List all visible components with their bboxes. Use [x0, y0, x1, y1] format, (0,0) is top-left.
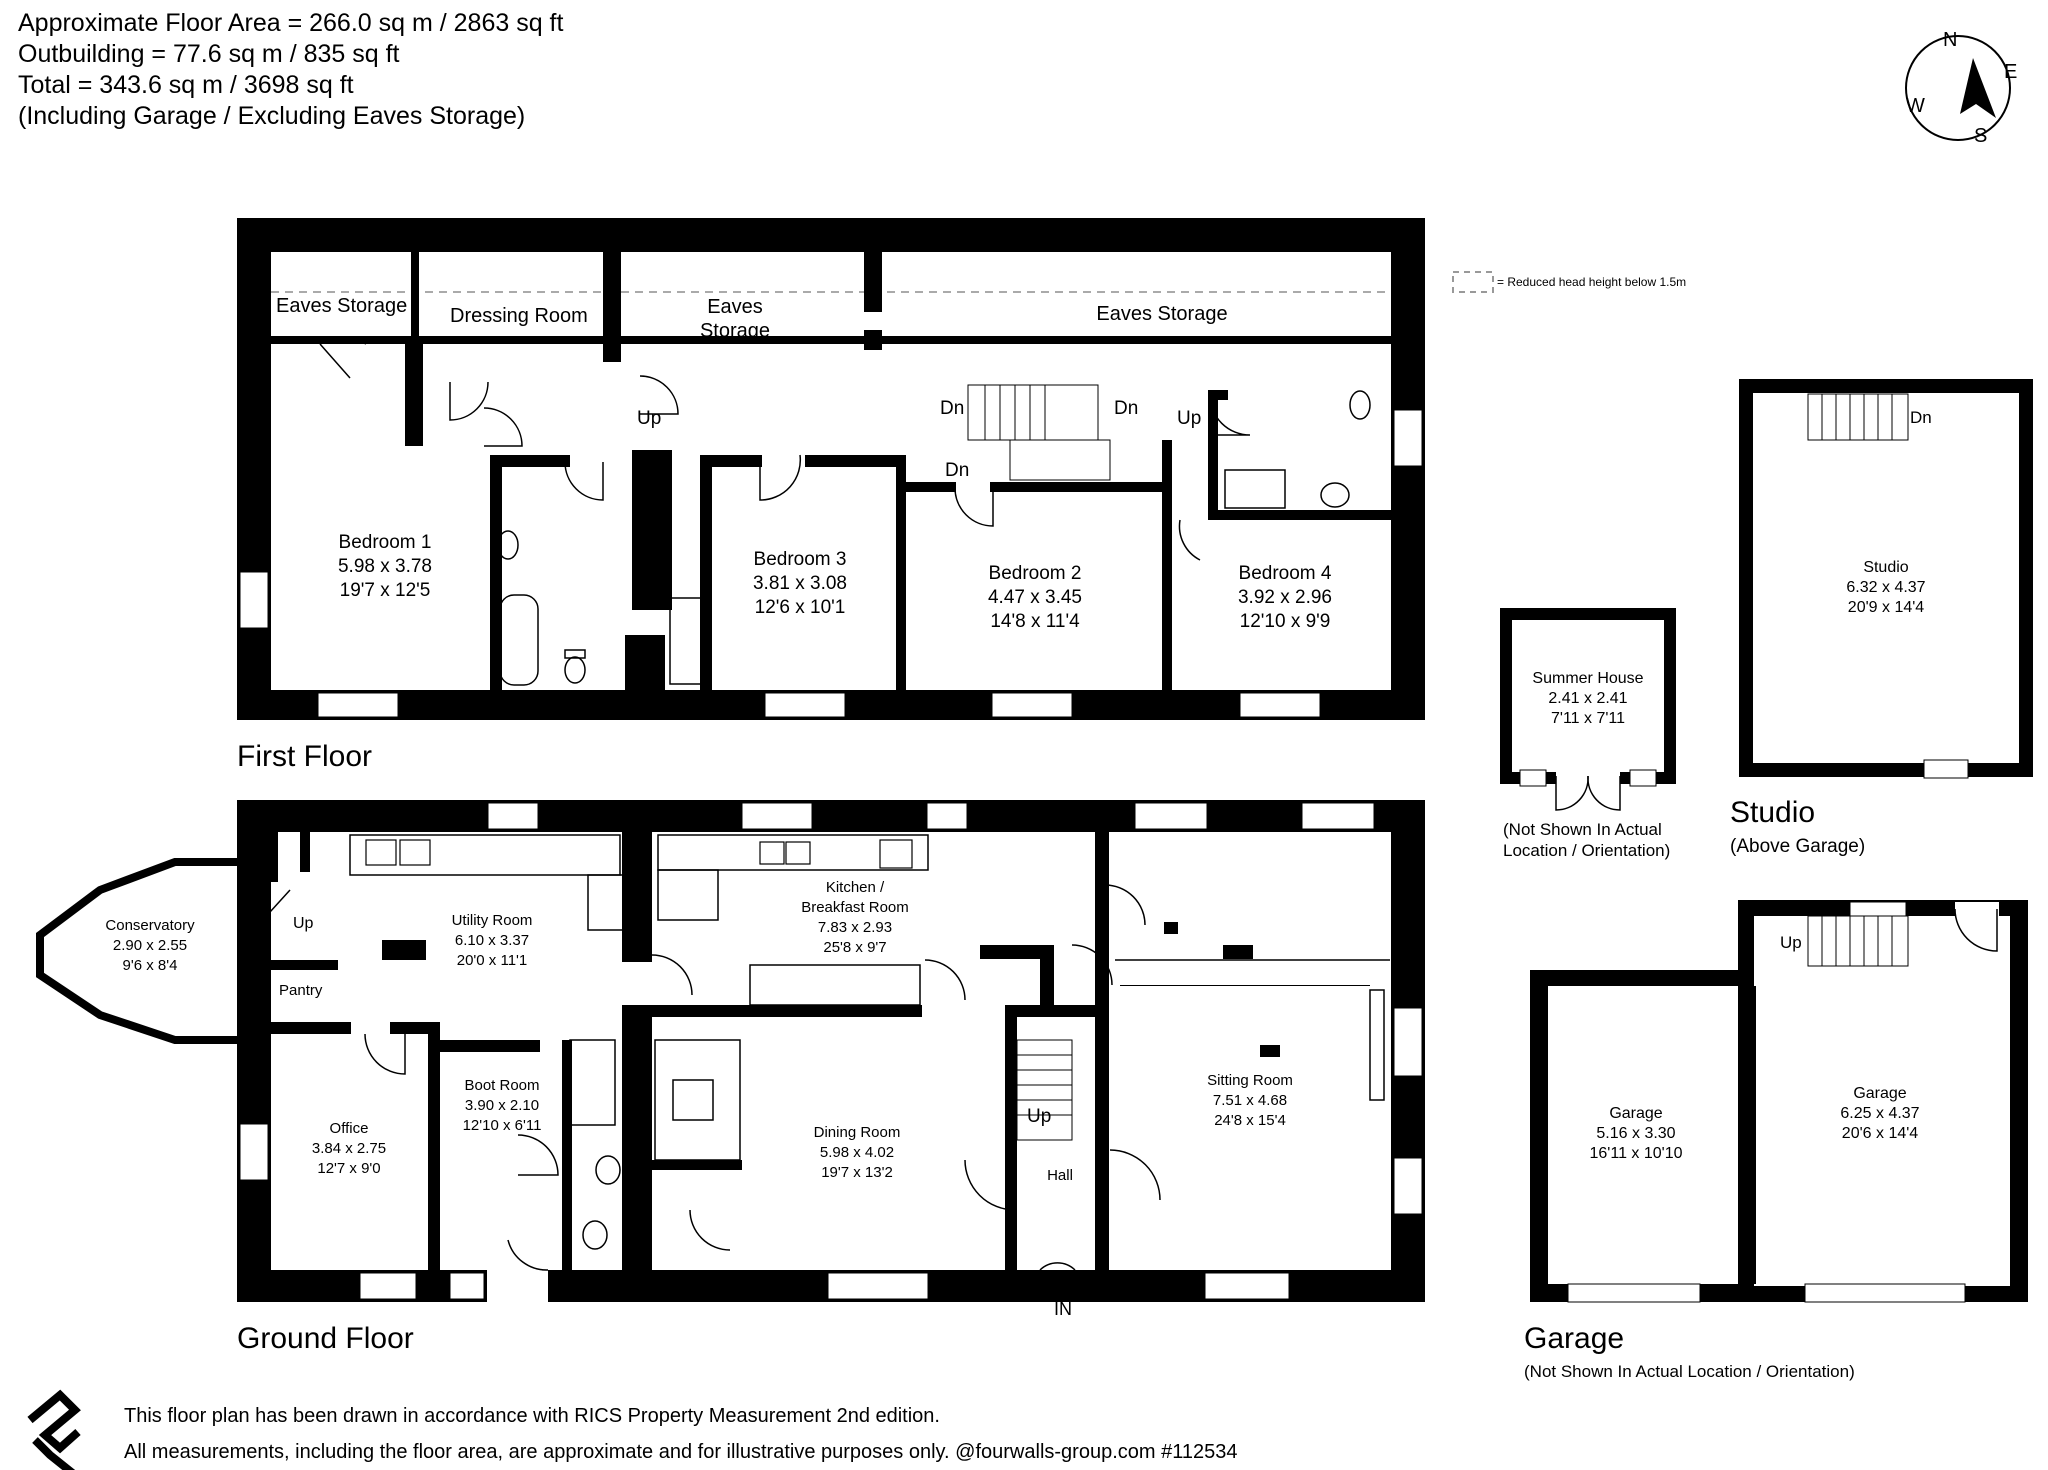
summer-house-imperial: 7'11 x 7'11 — [1551, 710, 1625, 727]
floor-area-line: Approximate Floor Area = 266.0 sq m / 28… — [18, 9, 564, 37]
eaves-storage-1-label: Eaves Storage — [276, 295, 407, 317]
office-metric: 3.84 x 2.75 — [312, 1140, 386, 1157]
sitting-name: Sitting Room — [1207, 1072, 1293, 1089]
hall-label: Hall — [1047, 1167, 1073, 1184]
footer-line-2: All measurements, including the floor ar… — [124, 1441, 1238, 1463]
studio-subtitle: (Above Garage) — [1730, 836, 1865, 857]
first-floor-dn-1: Dn — [940, 398, 964, 419]
pantry-label: Pantry — [279, 982, 323, 999]
footer-notes: This floor plan has been drawn in accord… — [124, 1398, 1237, 1470]
fourwalls-logo — [27, 1389, 81, 1470]
bedroom3-metric: 3.81 x 3.08 — [753, 573, 847, 594]
bedroom2-imperial: 14'8 x 11'4 — [990, 611, 1080, 632]
summer-house-metric: 2.41 x 2.41 — [1548, 690, 1627, 707]
utility-imperial: 20'0 x 11'1 — [457, 952, 528, 969]
utility-name: Utility Room — [452, 912, 533, 929]
bedroom1-name: Bedroom 1 — [339, 532, 432, 553]
summer-house-note-2: Location / Orientation) — [1503, 841, 1670, 860]
dining-name: Dining Room — [814, 1124, 901, 1141]
legend: = Reduced head height below 1.5m — [1452, 271, 1686, 293]
office-name: Office — [330, 1120, 369, 1137]
first-floor-up-2: Up — [1177, 408, 1201, 429]
bedroom4-metric: 3.92 x 2.96 — [1238, 587, 1332, 608]
first-floor-up-1: Up — [637, 408, 661, 429]
total-area-line: Total = 343.6 sq m / 3698 sq ft — [18, 71, 354, 99]
dashed-box-icon — [1452, 271, 1494, 293]
eaves-storage-2-label-2: Storage — [700, 320, 770, 342]
bedroom1-metric: 5.98 x 3.78 — [338, 556, 432, 577]
first-floor-dn-3: Dn — [945, 460, 969, 481]
garage-right-metric: 6.25 x 4.37 — [1840, 1105, 1919, 1122]
summer-house-name: Summer House — [1532, 670, 1643, 687]
compass-n: N — [1943, 29, 1957, 51]
garage-up-label: Up — [1780, 933, 1802, 952]
first-floor-title: First Floor — [237, 740, 372, 773]
studio-title: Studio — [1730, 796, 1815, 829]
compass-s: S — [1974, 125, 1987, 147]
garage-title: Garage — [1524, 1322, 1624, 1355]
sitting-imperial: 24'8 x 15'4 — [1214, 1112, 1286, 1129]
bedroom2-metric: 4.47 x 3.45 — [988, 587, 1082, 608]
area-summary: Approximate Floor Area = 266.0 sq m / 28… — [18, 8, 563, 132]
studio-metric: 6.32 x 4.37 — [1846, 579, 1925, 596]
garage-plan — [1530, 900, 2028, 1303]
garage-left-imperial: 16'11 x 10'10 — [1590, 1145, 1683, 1162]
utility-metric: 6.10 x 3.37 — [455, 932, 529, 949]
boot-room-name: Boot Room — [464, 1077, 539, 1094]
compass-e: E — [2004, 61, 2017, 83]
dressing-room-label: Dressing Room — [450, 305, 588, 327]
bedroom3-imperial: 12'6 x 10'1 — [755, 597, 846, 618]
area-note-line: (Including Garage / Excluding Eaves Stor… — [18, 102, 526, 130]
kitchen-imperial: 25'8 x 9'7 — [823, 939, 886, 956]
footer-line-1: This floor plan has been drawn in accord… — [124, 1405, 940, 1427]
ground-floor-title: Ground Floor — [237, 1322, 414, 1355]
eaves-storage-3-label: Eaves Storage — [1096, 303, 1227, 325]
bedroom4-name: Bedroom 4 — [1239, 563, 1332, 584]
office-imperial: 12'7 x 9'0 — [317, 1160, 380, 1177]
outbuilding-area-line: Outbuilding = 77.6 sq m / 835 sq ft — [18, 40, 400, 68]
garage-right-name: Garage — [1853, 1085, 1906, 1102]
summer-house-plan — [1500, 608, 1676, 811]
garage-right-imperial: 20'6 x 14'4 — [1842, 1125, 1918, 1142]
dining-imperial: 19'7 x 13'2 — [821, 1164, 893, 1181]
studio-plan — [1739, 379, 2033, 779]
first-floor-plan — [237, 218, 1425, 720]
entrance-label: IN — [1054, 1299, 1072, 1319]
kitchen-name-1: Kitchen / — [826, 879, 885, 896]
garage-subtitle: (Not Shown In Actual Location / Orientat… — [1524, 1362, 1855, 1381]
garage-left-name: Garage — [1609, 1105, 1662, 1122]
boot-room-metric: 3.90 x 2.10 — [465, 1097, 539, 1114]
kitchen-metric: 7.83 x 2.93 — [818, 919, 892, 936]
utility-up-label: Up — [293, 915, 314, 932]
bedroom1-imperial: 19'7 x 12'5 — [340, 580, 431, 601]
legend-text: = Reduced head height below 1.5m — [1497, 275, 1686, 289]
eaves-storage-2-label-1: Eaves — [707, 296, 763, 318]
studio-dn-label: Dn — [1910, 408, 1932, 427]
boot-room-imperial: 12'10 x 6'11 — [463, 1117, 542, 1134]
first-floor-dn-2: Dn — [1114, 398, 1138, 419]
ground-floor-plan — [36, 800, 1425, 1302]
conservatory-metric: 2.90 x 2.55 — [113, 937, 187, 954]
compass-w: W — [1906, 95, 1925, 117]
conservatory-name: Conservatory — [105, 917, 195, 934]
compass-icon: N E S W — [1905, 29, 2017, 147]
hall-up-label: Up — [1027, 1106, 1051, 1127]
summer-house-note-1: (Not Shown In Actual — [1503, 820, 1662, 839]
studio-name: Studio — [1863, 559, 1908, 576]
studio-imperial: 20'9 x 14'4 — [1848, 599, 1924, 616]
bedroom4-imperial: 12'10 x 9'9 — [1240, 611, 1331, 632]
dining-metric: 5.98 x 4.02 — [820, 1144, 894, 1161]
conservatory-imperial: 9'6 x 8'4 — [123, 957, 178, 974]
kitchen-name-2: Breakfast Room — [801, 899, 909, 916]
garage-left-metric: 5.16 x 3.30 — [1596, 1125, 1675, 1142]
bedroom2-name: Bedroom 2 — [989, 563, 1082, 584]
bedroom3-name: Bedroom 3 — [754, 549, 847, 570]
sitting-metric: 7.51 x 4.68 — [1213, 1092, 1287, 1109]
